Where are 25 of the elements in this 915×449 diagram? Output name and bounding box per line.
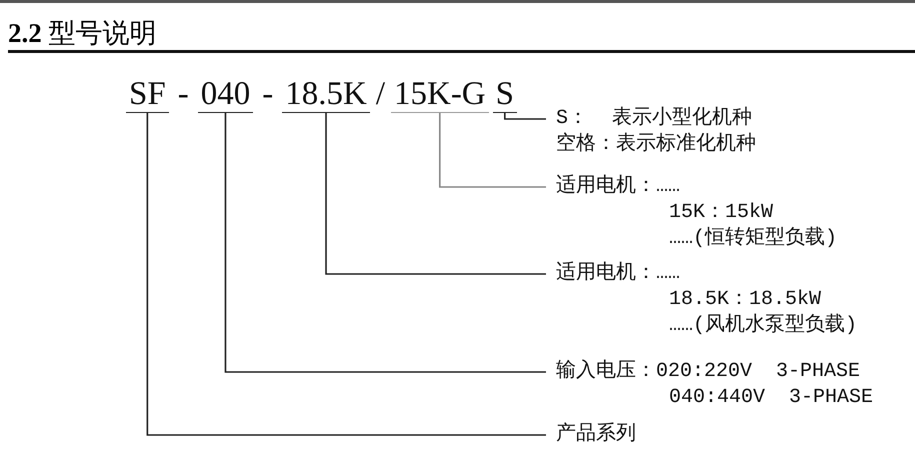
description-text: 产品系列 — [556, 422, 636, 448]
leader-line — [325, 113, 546, 275]
description-text: 适用电机：…… — [556, 174, 680, 200]
description-text: 适用电机：…… — [556, 261, 680, 287]
code-segment: S — [492, 78, 517, 113]
description-text: 18.5K：18.5kW — [669, 287, 822, 313]
description-text: 输入电压：020:220V 3-PHASE — [556, 359, 860, 385]
leader-line — [439, 113, 546, 188]
code-segment: 15K-G — [390, 78, 489, 113]
code-segment: SF — [126, 78, 169, 113]
description-text: S： 表示小型化机种 — [556, 106, 752, 132]
leader-line — [224, 113, 546, 373]
description-text: ……(风机水泵型负载) — [669, 313, 858, 339]
description-text: 15K：15kW — [669, 200, 774, 226]
section-title: 2.2 型号说明 — [8, 18, 156, 48]
leader-line — [146, 113, 546, 436]
separator: / — [376, 78, 385, 111]
description-text: 空格：表示标准化机种 — [556, 132, 756, 158]
separator: - — [262, 78, 274, 111]
description-text: ……(恒转矩型负载) — [669, 226, 838, 252]
description-text: 040:440V 3-PHASE — [669, 385, 874, 411]
leader-line — [504, 113, 546, 120]
separator: - — [178, 78, 189, 111]
code-segment: 18.5K — [282, 78, 370, 113]
code-segment: 040 — [198, 78, 254, 113]
